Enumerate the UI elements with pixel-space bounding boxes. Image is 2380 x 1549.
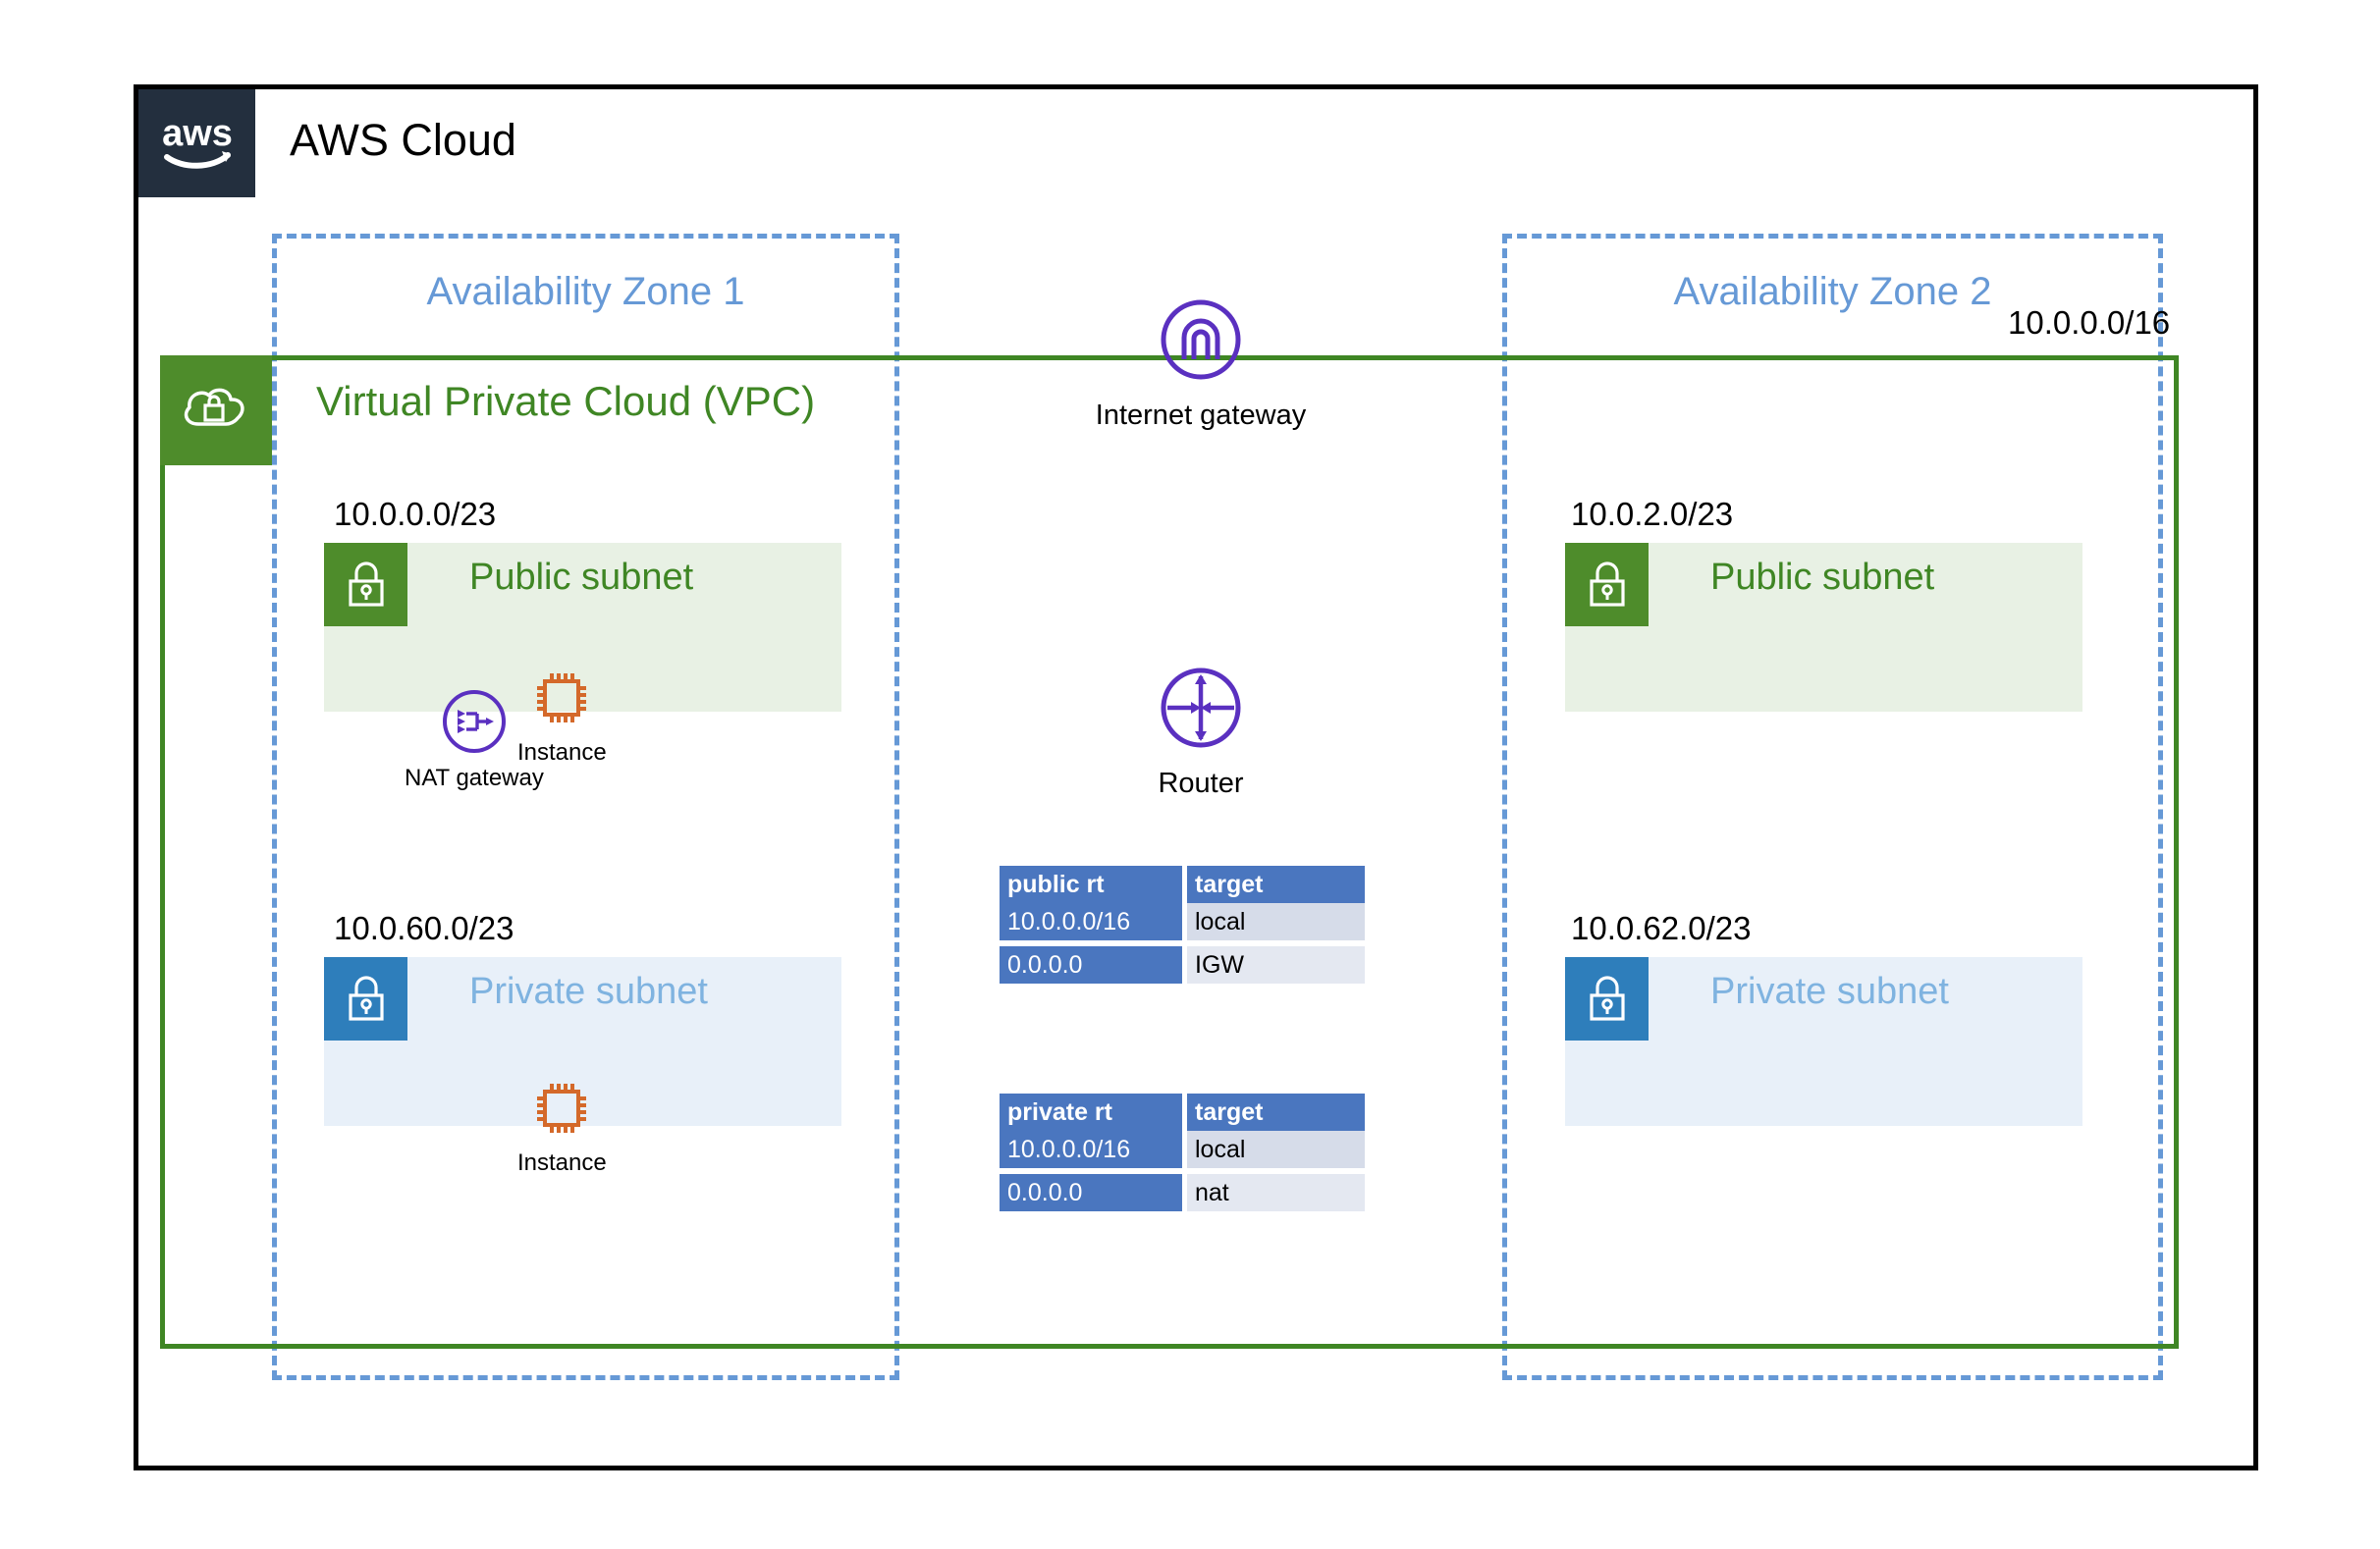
vpc-cloud-lock-icon — [160, 355, 272, 465]
route-target: IGW — [1182, 946, 1365, 984]
private-route-table: private rt target 10.0.0.0/16 local 0.0.… — [1000, 1094, 1365, 1211]
availability-zone-2-boundary — [1502, 234, 2163, 1380]
column-header: public rt — [1000, 866, 1182, 903]
ec2-instance-icon — [529, 666, 594, 735]
column-header: private rt — [1000, 1094, 1182, 1131]
router-icon — [1156, 663, 1246, 758]
subnet-az2-private: Private subnet — [1565, 957, 2082, 1126]
availability-zone-1-boundary — [272, 234, 899, 1380]
subnet-az1-public: Public subnet — [324, 543, 841, 712]
aws-cloud-boundary — [134, 84, 2258, 1470]
table-row: private rt target — [1000, 1094, 1365, 1131]
lock-icon — [1565, 957, 1649, 1041]
table-row: 10.0.0.0/16 local — [1000, 1131, 1365, 1168]
route-destination: 0.0.0.0 — [1000, 1174, 1182, 1211]
internet-gateway-label: Internet gateway — [1095, 400, 1307, 431]
column-header: target — [1182, 866, 1365, 903]
route-destination: 10.0.0.0/16 — [1000, 903, 1182, 940]
subnet-az2-public: Public subnet — [1565, 543, 2082, 712]
subnet-cidr-label: 10.0.0.0/23 — [334, 496, 497, 532]
availability-zone-2-label: Availability Zone 2 — [1673, 270, 1992, 313]
ec2-instance-icon — [529, 1076, 594, 1146]
instance-label: Instance — [517, 739, 607, 766]
table-row: 10.0.0.0/16 local — [1000, 903, 1365, 940]
public-route-table: public rt target 10.0.0.0/16 local 0.0.0… — [1000, 866, 1365, 984]
column-header: target — [1182, 1094, 1365, 1131]
vpc-title: Virtual Private Cloud (VPC) — [316, 378, 816, 424]
subnet-title: Private subnet — [469, 971, 708, 1012]
route-destination: 10.0.0.0/16 — [1000, 1131, 1182, 1168]
availability-zone-1-label: Availability Zone 1 — [426, 270, 745, 313]
instance-node: Instance — [517, 1076, 607, 1177]
svg-text:aws: aws — [162, 113, 233, 154]
table-row: 0.0.0.0 IGW — [1000, 946, 1365, 984]
subnet-cidr-label: 10.0.60.0/23 — [334, 910, 514, 946]
lock-icon — [1565, 543, 1649, 626]
route-target: nat — [1182, 1174, 1365, 1211]
subnet-title: Public subnet — [1710, 557, 1935, 598]
internet-gateway-node: Internet gateway — [1054, 294, 1348, 432]
table-row-spacer — [1000, 1168, 1365, 1174]
table-row-spacer — [1000, 940, 1365, 946]
subnet-cidr-label: 10.0.62.0/23 — [1571, 910, 1752, 946]
subnet-cidr-label: 10.0.2.0/23 — [1571, 496, 1734, 532]
vpc-cidr-label: 10.0.0.0/16 — [2008, 304, 2171, 341]
subnet-title: Public subnet — [469, 557, 694, 598]
lock-icon — [324, 543, 407, 626]
route-destination: 0.0.0.0 — [1000, 946, 1182, 984]
nat-gateway-icon — [440, 687, 509, 761]
aws-logo-icon: aws — [138, 89, 255, 197]
router-label: Router — [1158, 768, 1244, 799]
instance-label: Instance — [517, 1149, 607, 1176]
internet-gateway-icon — [1156, 294, 1246, 390]
nat-gateway-node: NAT gateway — [405, 687, 544, 792]
route-target: local — [1182, 903, 1365, 940]
table-row: public rt target — [1000, 866, 1365, 903]
lock-icon — [324, 957, 407, 1041]
table-row: 0.0.0.0 nat — [1000, 1174, 1365, 1211]
aws-cloud-title: AWS Cloud — [290, 115, 516, 165]
router-node: Router — [1054, 663, 1348, 800]
nat-gateway-label: NAT gateway — [405, 765, 544, 791]
subnet-title: Private subnet — [1710, 971, 1949, 1012]
route-target: local — [1182, 1131, 1365, 1168]
instance-node: Instance — [517, 666, 607, 767]
